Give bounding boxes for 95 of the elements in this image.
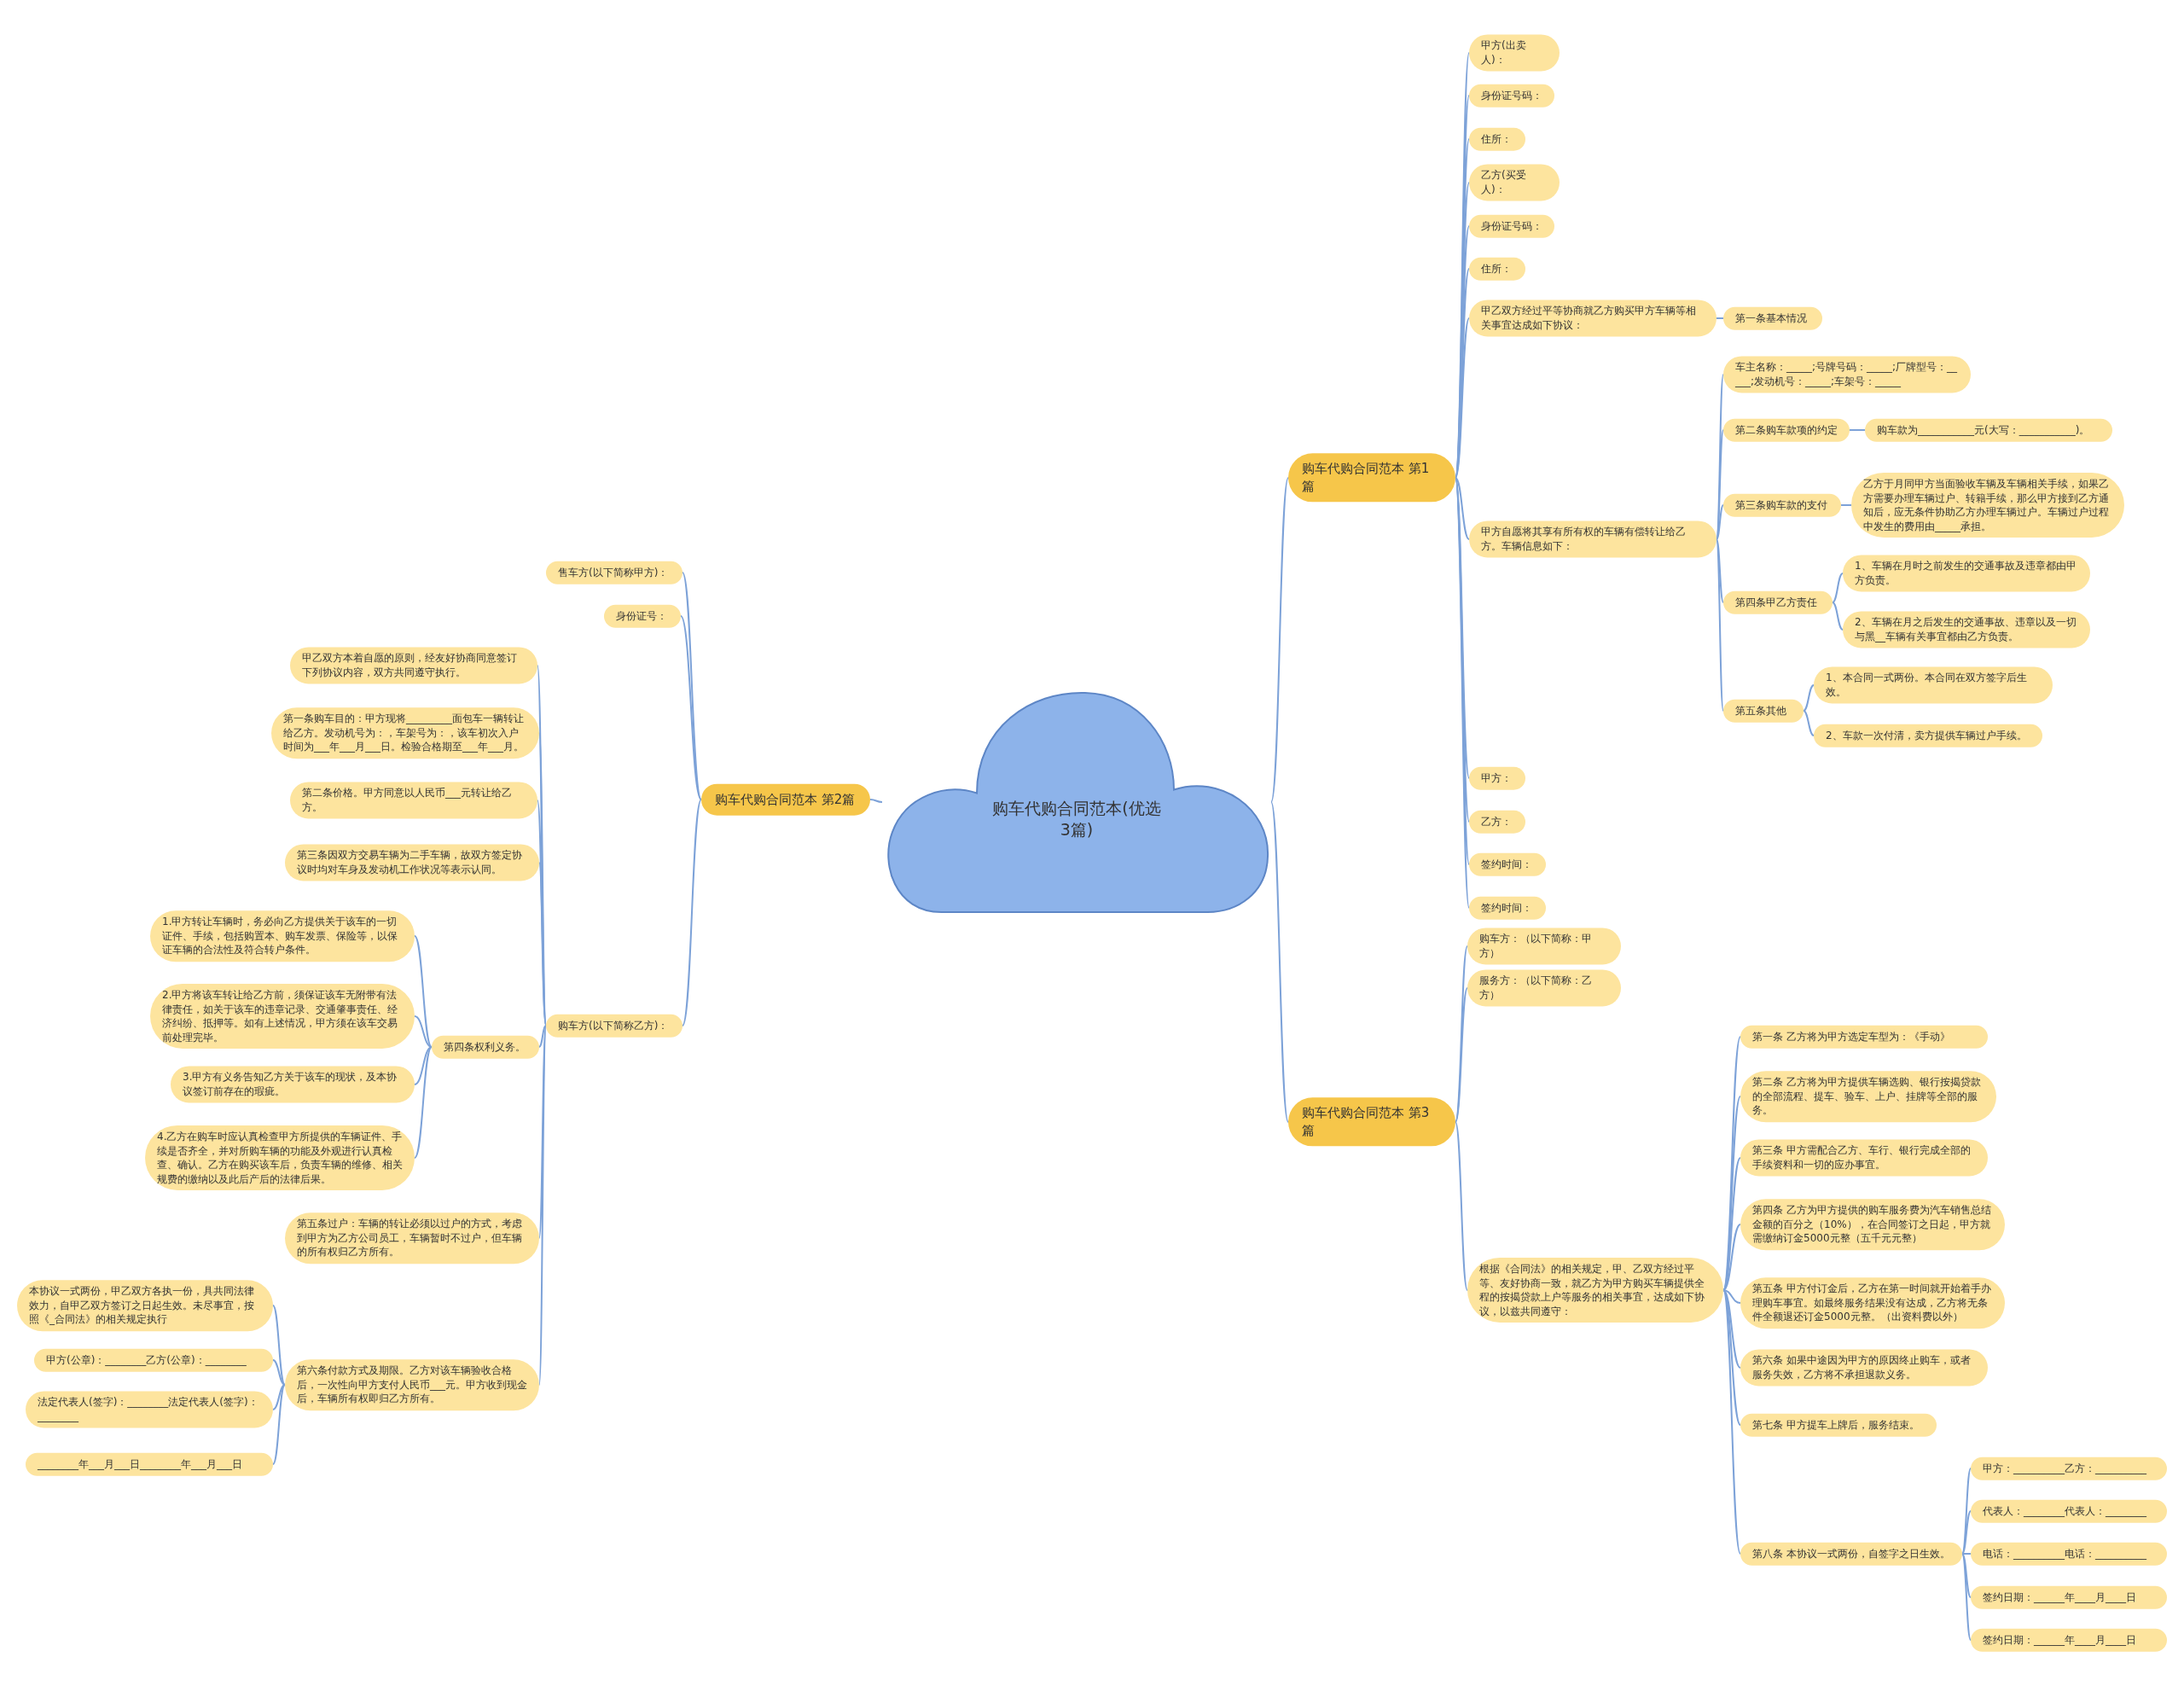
topic-pill: 第二条 乙方将为甲方提供车辆选购、银行按揭贷款的全部流程、提车、验车、上户、挂牌等全部的服务。 (1740, 1071, 1996, 1122)
topic-pill: 第二条价格。甲方同意以人民币___元转让给乙方。 (290, 782, 537, 819)
topic-pill: 第一条基本情况 (1723, 306, 1822, 330)
topic-pill: ________年___月___日________年___月___日 (26, 1452, 273, 1476)
topic-pill: 第四条权利义务。 (432, 1035, 539, 1059)
topic-pill: 身份证号码： (1469, 84, 1554, 108)
topic-pill: 2、车辆在月之后发生的交通事故、违章以及一切与黑__车辆有关事宜都由乙方负责。 (1843, 611, 2090, 648)
connector-line (1803, 710, 1815, 736)
topic-pill: 服务方：（以下简称：乙方） (1467, 969, 1621, 1007)
topic-pill: 1、车辆在月时之前发生的交通事故及违章都由甲方负责。 (1843, 555, 2090, 592)
branch-topic: 购车代购合同范本 第2篇 (701, 783, 870, 816)
topic-pill: 第二条购车款项的约定 (1723, 418, 1850, 442)
connector-line (1832, 602, 1844, 631)
connector-line (272, 1305, 286, 1386)
branch-topic: 购车代购合同范本 第3篇 (1288, 1097, 1455, 1147)
connector-line (1455, 1121, 1468, 1291)
topic-pill: 第六条 如果中途因为甲方的原因终止购车，或者服务失效，乙方将不承担退款义务。 (1740, 1349, 1988, 1387)
topic-pill: 2、车款一次付清，卖方提供车辆过户手续。 (1814, 724, 2042, 747)
topic-pill: 第三条 甲方需配合乙方、车行、银行完成全部的手续资料和一切的应办事宜。 (1740, 1139, 1988, 1177)
topic-pill: 签约日期：______年____月____日 (1971, 1585, 2167, 1609)
connector-line (1455, 477, 1470, 540)
connector-line (1270, 477, 1289, 803)
central-topic: 购车代购合同范本(优选3篇) (991, 798, 1162, 840)
connector-line (272, 1384, 286, 1465)
topic-pill: 本协议一式两份，甲乙双方各执一份，具共同法律效力，自甲乙双方签订之日起生效。未尽事宜，按照《_合同法》的相关规定执行 (17, 1280, 273, 1331)
topic-pill: 第五条 甲方付订金后，乙方在第一时间就开始着手办理购车事宜。如最终服务结果没有达成，乙方将无条件全额退还订金5000元整。（出资料费以外） (1740, 1277, 2005, 1329)
topic-pill: 第三条购车款的支付 (1723, 493, 1841, 517)
topic-pill: 甲方：__________乙方：__________ (1971, 1457, 2167, 1480)
topic-pill: 甲方(公章)：________乙方(公章)：________ (34, 1348, 273, 1372)
connector-line (1961, 1510, 1972, 1555)
topic-pill: 1、本合同一式两份。本合同在双方签字后生效。 (1814, 666, 2053, 704)
topic-pill: 车主名称：_____;号牌号码：_____;厂牌型号：_____;发动机号：_____;车架号：_____ (1723, 356, 1971, 393)
connector-line (1716, 317, 1724, 319)
topic-pill: 甲乙双方经过平等协商就乙方购买甲方车辆等相关事宜达成如下协议： (1469, 299, 1716, 337)
topic-pill: 根据《合同法》的相关规定，甲、乙双方经过平等、友好协商一致，就乙方为甲方购买车辆提供全程的按揭贷款上户等服务的相关事宜，达成如下协议，以兹共同遵守： (1467, 1257, 1723, 1323)
connector-line (682, 799, 702, 1026)
connector-line (869, 799, 883, 803)
topic-pill: 第八条 本协议一式两份，自签字之日生效。 (1740, 1542, 1962, 1566)
topic-pill: 签约日期：______年____月____日 (1971, 1628, 2167, 1652)
topic-pill: 4.乙方在购车时应认真检查甲方所提供的车辆证件、手续是否齐全，并对所购车辆的功能及外观进行认真检查、确认。乙方在购买该车后，负责车辆的维修、相关规费的缴纳以及此后产后的法律后果。 (145, 1125, 415, 1191)
topic-pill: 第一条 乙方将为甲方选定车型为：《手动》 (1740, 1025, 1988, 1049)
topic-pill: 甲方自愿将其享有所有权的车辆有偿转让给乙方。车辆信息如下： (1469, 520, 1716, 558)
connector-line (1722, 1289, 1741, 1304)
topic-pill: 身份证号： (604, 604, 681, 628)
connector-line (414, 935, 433, 1048)
topic-pill: 代表人：________代表人：________ (1971, 1499, 2167, 1523)
connector-line (538, 1025, 547, 1048)
topic-pill: 甲乙双方本着自愿的原则，经友好协商同意签订下列协议内容，双方共同遵守执行。 (290, 647, 537, 684)
connector-line (1716, 538, 1724, 712)
connector-line (1716, 504, 1724, 540)
connector-line (272, 1359, 286, 1386)
topic-pill: 售车方(以下简称甲方)： (546, 561, 682, 584)
topic-pill: 3.甲方有义务告知乙方关于该车的现状，及本协议签订前存在的瑕疵。 (171, 1066, 415, 1103)
connector-line (1803, 684, 1815, 712)
topic-pill: 第六条付款方式及期限。乙方对该车辆验收合格后，一次性向甲方支付人民币___元。甲方收到现金后，车辆所有权即归乙方所有。 (285, 1359, 539, 1410)
connector-line (1722, 1289, 1741, 1369)
connector-line (1722, 1224, 1741, 1291)
connector-line (1840, 504, 1852, 506)
connector-line (414, 1015, 433, 1048)
connector-line (1716, 538, 1724, 603)
connector-line (1961, 1553, 1972, 1598)
topic-pill: 乙方： (1469, 810, 1525, 834)
connector-line (1455, 987, 1468, 1123)
topic-pill: 第三条因双方交易车辆为二手车辆，故双方签定协议时均对车身及发动机工作状况等表示认同。 (285, 844, 539, 881)
branch-topic: 购车代购合同范本 第1篇 (1288, 453, 1455, 503)
topic-pill: 电话：__________电话：__________ (1971, 1542, 2167, 1566)
topic-pill: 购车方(以下简称乙方)： (546, 1014, 682, 1038)
connector-line (414, 1046, 433, 1085)
connector-line (272, 1384, 286, 1410)
topic-pill: 第七条 甲方提车上牌后，服务结束。 (1740, 1413, 1937, 1437)
connector-line (414, 1046, 433, 1159)
topic-pill: 第一条购车目的：甲方现将_________面包车一辆转让给乙方。发动机号为：，车架号为：，该车初次入户时间为___年___月___日。检验合格期至___年___月。 (271, 707, 539, 759)
topic-pill: 购车款为___________元(大写：___________)。 (1865, 418, 2112, 442)
topic-pill: 2.甲方将该车转让给乙方前，须保证该车无附带有法律责任，如关于该车的违章记录、交通肇事责任、经济纠纷、抵押等。如有上述情况，甲方须在该车交易前处理完毕。 (150, 983, 415, 1050)
connector-line (1270, 801, 1289, 1123)
topic-pill: 住所： (1469, 127, 1525, 151)
topic-pill: 第四条甲乙方责任 (1723, 590, 1833, 614)
topic-pill: 第五条其他 (1723, 699, 1804, 723)
topic-pill: 乙方(买受人)： (1469, 164, 1560, 201)
topic-pill: 签约时间： (1469, 896, 1546, 920)
topic-pill: 身份证号码： (1469, 214, 1554, 238)
topic-pill: 第四条 乙方为甲方提供的购车服务费为汽车销售总结金额的百分之（10%），在合同签订之日起，甲方就需缴纳订金5000元整（五千元元整） (1740, 1199, 2005, 1250)
topic-pill: 1.甲方转让车辆时，务必向乙方提供关于该车的一切证件、手续，包括购置本、购车发票、保险等，以保证车辆的合法性及符合转户条件。 (150, 910, 415, 962)
connector-line (1455, 317, 1470, 479)
connector-line (1849, 429, 1866, 431)
topic-pill: 第五条过户：车辆的转让必须以过户的方式，考虑到甲方为乙方公司员工，车辆暂时不过户，但车辆的所有权归乙方所有。 (285, 1212, 539, 1264)
topic-pill: 甲方(出卖人)： (1469, 34, 1560, 72)
topic-pill: 住所： (1469, 257, 1525, 281)
topic-pill: 甲方： (1469, 766, 1525, 790)
connector-line (1832, 573, 1844, 603)
topic-pill: 签约时间： (1469, 852, 1546, 876)
topic-pill: 购车方：（以下简称：甲方） (1467, 927, 1621, 965)
topic-pill: 乙方于月同甲方当面验收车辆及车辆相关手续，如果乙方需要办理车辆过户、转籍手续，那么甲方接到乙方通知后，应无条件协助乙方办理车辆过户。车辆过户过程中发生的费用由_____承担。 (1851, 472, 2124, 538)
topic-pill: 法定代表人(签字)：________法定代表人(签字)：________ (26, 1391, 273, 1428)
connector-line (680, 615, 702, 800)
